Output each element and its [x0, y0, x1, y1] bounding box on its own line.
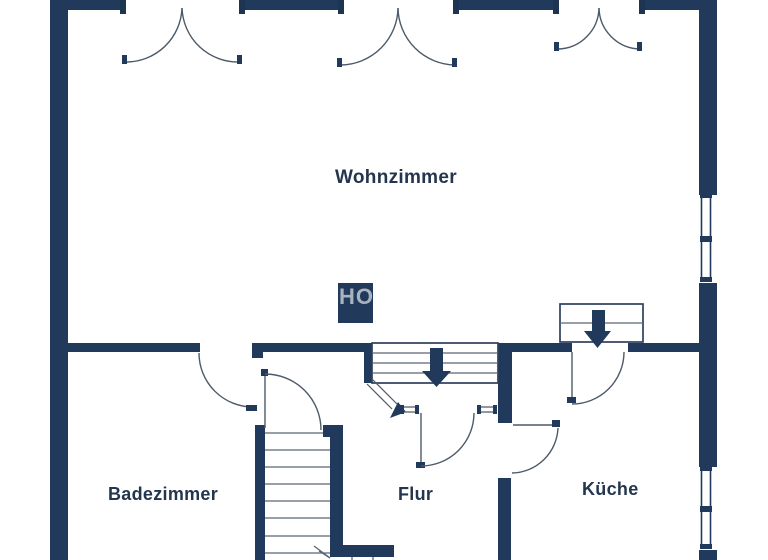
- stairs-basement: [255, 425, 394, 560]
- middle-wall-segment-left: [50, 343, 200, 352]
- window-tick: [700, 466, 712, 471]
- door-leaf-tick: [552, 420, 560, 427]
- door-jamb: [338, 0, 344, 14]
- door-swing-arc: [198, 352, 254, 408]
- kueche-wall-upper: [498, 343, 512, 423]
- down-arrow-icon: [584, 310, 611, 348]
- door-leaf-tick: [246, 405, 257, 411]
- window-tick: [700, 236, 712, 242]
- double-door-top-2: [337, 0, 459, 67]
- middle-wall: [50, 343, 699, 383]
- arrow-shaft: [430, 348, 443, 371]
- middle-wall-segment-3: [498, 343, 572, 352]
- stair-side-wall-cap: [364, 343, 372, 383]
- direction-line: [366, 383, 393, 410]
- stair-cap-left: [255, 425, 265, 437]
- kueche-wall: [498, 343, 512, 560]
- wall-top-segment-3: [456, 0, 556, 10]
- stairs-middle: [366, 342, 499, 418]
- door-jamb: [239, 0, 245, 14]
- wall-bottom-block: [343, 545, 394, 557]
- arrow-shaft: [592, 310, 605, 331]
- arrow-head: [422, 371, 451, 387]
- door-jamb: [453, 0, 459, 14]
- door-leaf-tick: [122, 55, 127, 64]
- door-badezimmer: [198, 352, 257, 411]
- wall-top-segment-2: [240, 0, 340, 10]
- wall-right-lower: [699, 550, 717, 560]
- wall-right-upper: [699, 0, 717, 195]
- door-leaf-tick: [261, 369, 268, 376]
- door-leaf-tick: [452, 58, 457, 67]
- window-right-lower: [700, 466, 712, 549]
- watermark-text: HO: [339, 284, 374, 309]
- room-label-wohnzimmer: Wohnzimmer: [335, 167, 457, 188]
- door-swing-arc: [557, 7, 600, 50]
- down-arrow-icon: [422, 348, 451, 387]
- door-leaf-tick: [637, 42, 642, 51]
- door-jamb: [553, 0, 559, 14]
- door-flur: [400, 405, 497, 468]
- winder-line: [325, 554, 331, 559]
- door-leaf-tick: [337, 58, 342, 67]
- middle-wall-segment-right: [628, 343, 699, 352]
- stair-direction-arrow-icon: [366, 378, 406, 418]
- door-swing-arc: [571, 351, 625, 405]
- door-kueche-from-flur: [511, 420, 560, 474]
- frame-tick: [400, 405, 404, 414]
- outer-walls: [50, 0, 717, 560]
- stair-cap-right: [323, 425, 343, 437]
- door-basement-stairs: [261, 369, 322, 431]
- direction-arrow-head: [390, 402, 406, 418]
- door-swing-arc: [420, 412, 475, 467]
- middle-wall-segment-2: [263, 343, 364, 352]
- window-tick: [700, 506, 712, 512]
- room-label-kueche: Küche: [582, 479, 639, 499]
- window-tick: [700, 193, 712, 198]
- door-leaf-tick: [416, 462, 425, 468]
- room-label-badezimmer: Badezimmer: [108, 484, 218, 504]
- door-swing-arc: [181, 7, 241, 63]
- door-leaf-tick: [554, 42, 559, 51]
- room-label-flur: Flur: [398, 484, 433, 504]
- door-swing-arc: [397, 7, 456, 66]
- wall-top-segment-1: [50, 0, 125, 10]
- window-tick: [700, 544, 712, 549]
- door-jamb: [120, 0, 126, 14]
- badezimmer-door-jamb: [252, 343, 263, 358]
- door-jamb: [639, 0, 645, 14]
- double-door-top-3: [553, 0, 645, 51]
- door-frame-left: [400, 405, 419, 414]
- wall-top-segment-4: [643, 0, 717, 10]
- door-swing-arc: [511, 427, 559, 474]
- door-leaf-tick: [567, 397, 576, 403]
- door-frame-right: [477, 405, 497, 414]
- door-swing-arc: [264, 373, 322, 431]
- arrow-head: [584, 331, 611, 348]
- watermark-square: [338, 283, 373, 323]
- door-kueche-from-stairs: [567, 351, 625, 405]
- frame-tick: [493, 405, 497, 414]
- frame-tick: [415, 405, 419, 414]
- window-right-upper: [700, 193, 712, 282]
- direction-line: [371, 378, 398, 405]
- window-tick: [700, 277, 712, 282]
- door-swing-arc: [340, 7, 399, 66]
- double-door-top-1: [120, 0, 245, 64]
- wall-right-middle: [699, 283, 717, 467]
- stair-wall-left: [255, 425, 265, 560]
- door-leaf-tick: [237, 55, 242, 64]
- wall-left: [50, 0, 68, 560]
- frame-tick: [477, 405, 481, 414]
- door-swing-arc: [125, 7, 183, 63]
- stairs-upper-right: [559, 303, 644, 348]
- watermark: HO: [338, 283, 374, 323]
- kueche-wall-lower: [498, 478, 511, 560]
- door-swing-arc: [598, 7, 641, 50]
- stair-wall-right: [330, 425, 343, 557]
